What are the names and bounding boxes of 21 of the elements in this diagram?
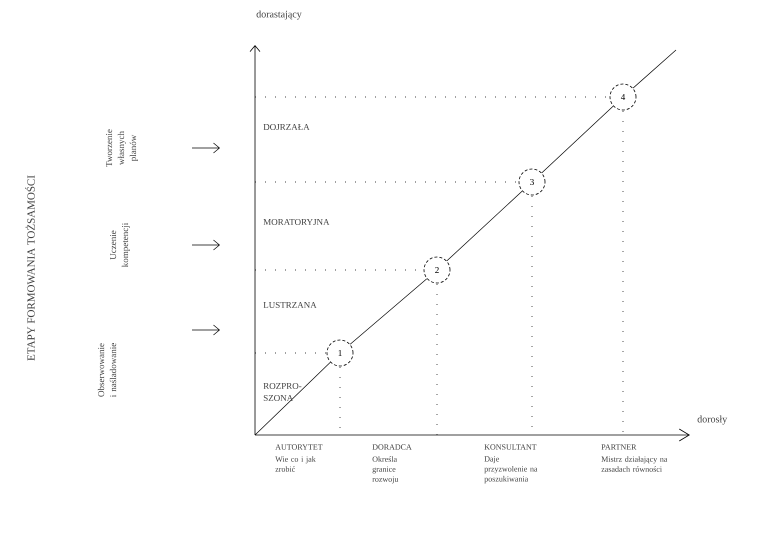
stage-label: Uczenie kompetencji — [110, 222, 130, 268]
role-name: DORADCA — [372, 444, 412, 450]
zone-label: ROZPRO- SZONA — [263, 382, 302, 402]
role-description: Określa granice rozwoju — [372, 456, 398, 484]
zone-label: DOJRZAŁA — [263, 124, 310, 130]
zone-label: LUSTRZANA — [263, 302, 317, 308]
diagonal-line — [541, 106, 614, 174]
role-description: Wie co i jak zrobić — [275, 456, 316, 472]
role-name: AUTORYTET — [275, 444, 322, 450]
zone-label: MORATORYJNA — [263, 218, 330, 226]
diagonal-line — [350, 278, 428, 345]
stage-label: Obserwowanie i naśladowanie — [98, 343, 116, 398]
axis-label: dorastający — [256, 10, 302, 20]
diagonal-line — [446, 190, 523, 262]
role-description: Daje przyzwolenie na poszukiwania — [484, 456, 538, 484]
stage-label: Tworzenie własnych planów — [106, 129, 138, 167]
role-description: Mistrz działający na zasadach równości — [601, 456, 668, 472]
title: ETAPY FORMOWANIA TOŻSAMOŚCI — [25, 175, 35, 361]
role-name: PARTNER — [601, 444, 636, 450]
axis-label: dorosły — [698, 415, 728, 425]
role-name: KONSULTANT — [484, 444, 536, 450]
